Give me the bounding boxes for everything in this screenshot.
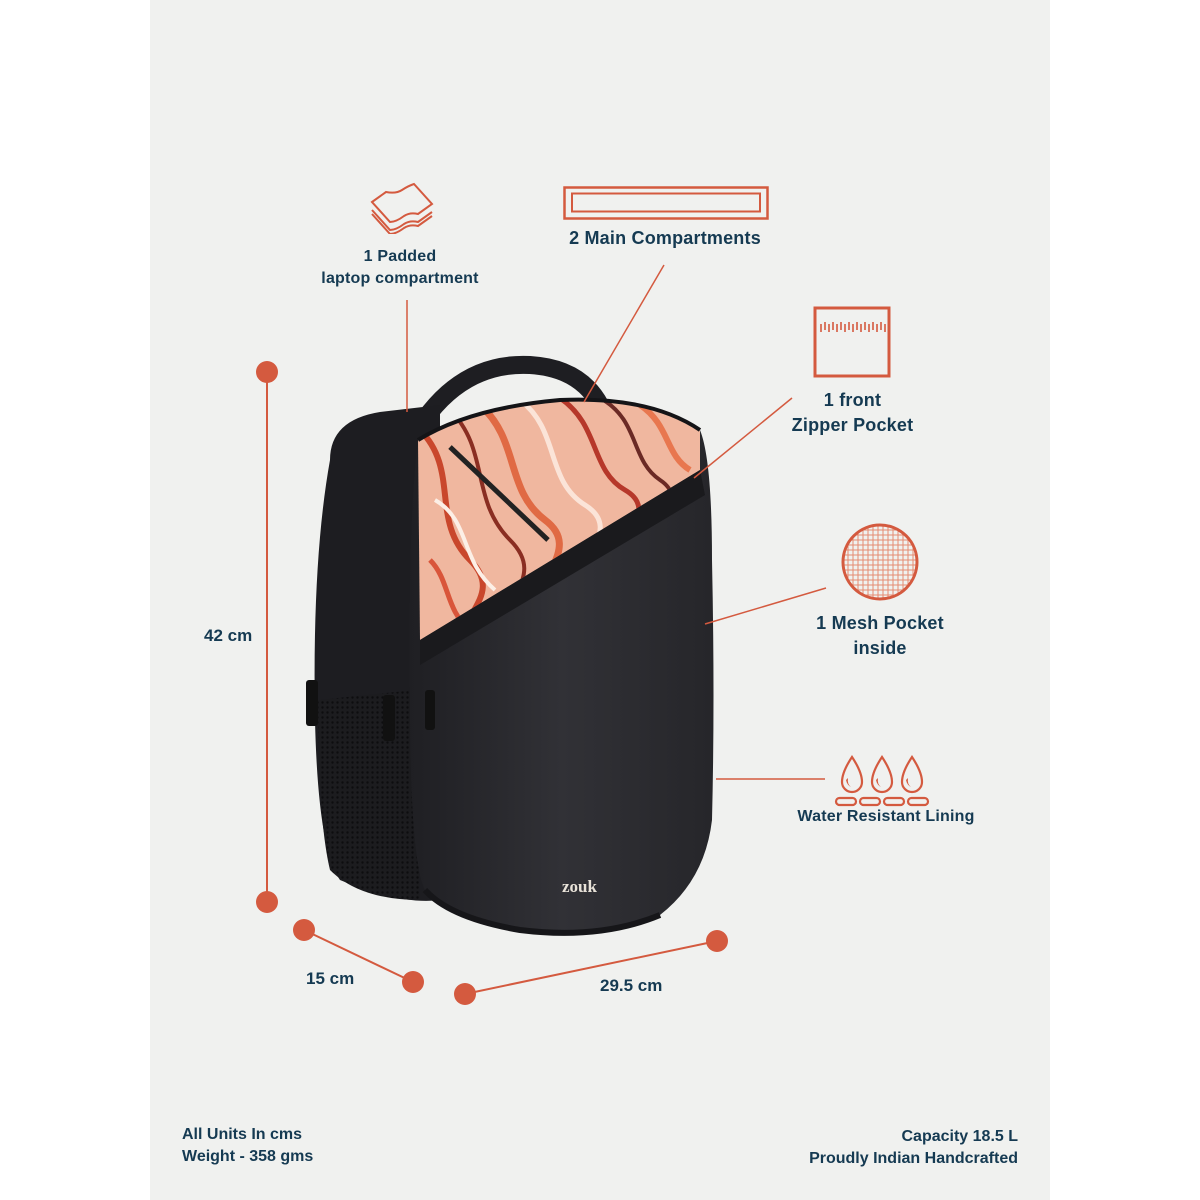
feature-line: 1 Padded	[363, 248, 437, 265]
feature-padded-laptop-label: 1 Padded laptop compartment	[300, 246, 500, 290]
water-drops-icon	[834, 755, 930, 807]
feature-line: 1 front	[823, 390, 882, 410]
feature-main-compartments-label: 2 Main Compartments	[540, 226, 790, 251]
mesh-circle-icon	[841, 523, 919, 601]
weight-note: Weight - 358 gms	[182, 1148, 314, 1165]
feature-water-resistant-label: Water Resistant Lining	[784, 806, 988, 828]
feature-front-zipper-label: 1 front Zipper Pocket	[770, 388, 935, 438]
feature-line: 2 Main Compartments	[569, 228, 761, 248]
feature-line: inside	[853, 638, 907, 658]
feature-line: Zipper Pocket	[791, 415, 914, 435]
feature-mesh-pocket-label: 1 Mesh Pocket inside	[800, 611, 960, 661]
dimension-depth-marker	[293, 919, 424, 993]
footer-right: Capacity 18.5 L Proudly Indian Handcraft…	[809, 1126, 1018, 1170]
dimension-depth-label: 15 cm	[306, 969, 355, 988]
leader-lines	[406, 264, 827, 780]
dimension-width-marker	[454, 930, 728, 1005]
brand-logo: zouk	[562, 877, 598, 896]
feature-line: Water Resistant Lining	[797, 808, 975, 825]
feature-line: laptop compartment	[321, 270, 479, 287]
footer-left: All Units In cms Weight - 358 gms	[182, 1124, 313, 1168]
dimension-width-label: 29.5 cm	[600, 976, 663, 995]
origin-note: Proudly Indian Handcrafted	[809, 1150, 1018, 1167]
units-note: All Units In cms	[182, 1126, 303, 1143]
zipper-pocket-icon	[813, 306, 891, 378]
capacity-note: Capacity 18.5 L	[901, 1128, 1019, 1145]
feature-line: 1 Mesh Pocket	[816, 613, 944, 633]
backpack-image	[306, 355, 714, 936]
dimension-height-marker	[256, 361, 278, 913]
compartment-rectangle-icon	[563, 186, 769, 220]
padded-layers-icon	[370, 182, 434, 234]
dimension-height-label: 42 cm	[204, 626, 253, 645]
